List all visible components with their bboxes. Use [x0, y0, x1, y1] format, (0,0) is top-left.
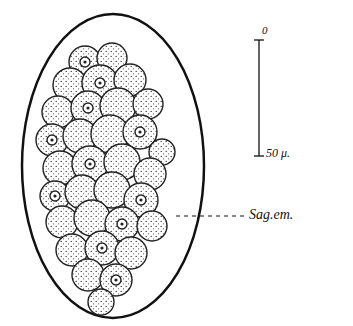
scale-zero: 0: [262, 24, 268, 36]
nucleolus: [50, 138, 53, 141]
cell: [72, 259, 104, 291]
nucleolus: [100, 246, 103, 249]
nucleolus: [98, 81, 101, 84]
cell-nucleus: [80, 57, 90, 67]
nucleolus: [114, 278, 117, 281]
nucleolus: [138, 130, 141, 133]
nucleolus: [120, 222, 123, 225]
nucleolus: [53, 194, 56, 197]
cell-nucleus: [136, 195, 146, 205]
cell-nucleus: [47, 135, 57, 145]
leader-line: [176, 215, 244, 216]
nucleolus: [86, 106, 89, 109]
scale-label: 50 μ.: [266, 146, 290, 161]
scale-tick: [254, 39, 264, 40]
nucleolus: [83, 60, 86, 63]
cell-nucleus: [83, 103, 93, 113]
cell-nucleus: [111, 275, 121, 285]
egg-outline: [22, 14, 204, 318]
cell-nucleus: [135, 127, 145, 137]
nucleolus: [139, 198, 142, 201]
cell-nucleus: [97, 243, 107, 253]
scale-tick: [254, 155, 264, 156]
cell: [46, 206, 78, 238]
cell-nucleus: [117, 219, 127, 229]
cell-nucleus: [95, 78, 105, 88]
scale-bar: [258, 40, 259, 156]
nucleolus: [88, 162, 91, 165]
cell-nucleus: [85, 159, 95, 169]
part-label: Sag.em.: [249, 207, 293, 223]
cell: [88, 289, 114, 315]
cell: [137, 211, 167, 241]
cell-cluster: [36, 43, 175, 315]
cell-nucleus: [50, 191, 60, 201]
